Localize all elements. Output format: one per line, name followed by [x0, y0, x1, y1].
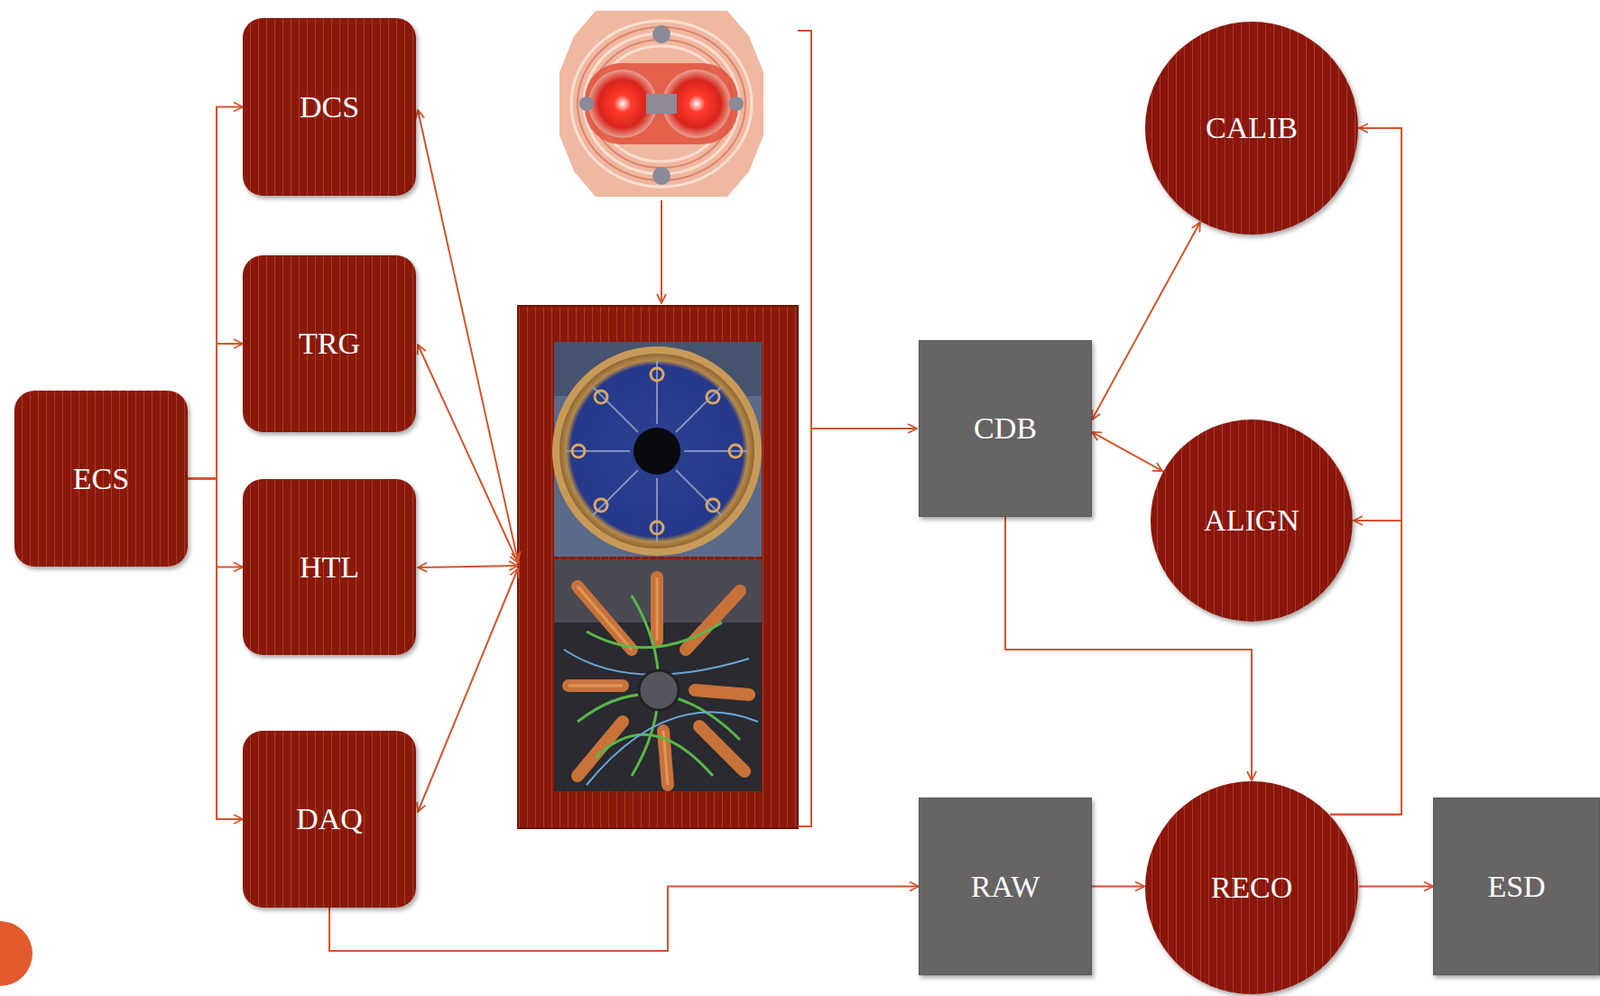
process-circle: ALIGN: [1149, 418, 1354, 623]
node-label: CALIB: [1200, 110, 1304, 146]
detector-photo-bottom: [554, 559, 762, 792]
bracket: [797, 30, 812, 827]
connector: [187, 343, 243, 480]
bracket-arrow: [811, 427, 917, 430]
node-label: DCS: [294, 89, 365, 125]
node-label: TRG: [293, 325, 366, 361]
subsystem-box: DCS: [242, 18, 417, 196]
connector: [329, 887, 919, 953]
node-label: ESD: [1481, 869, 1551, 905]
field-map-image: [559, 10, 764, 197]
connector: [1091, 432, 1163, 472]
detector-photo-top: [554, 342, 762, 557]
connector: [1091, 886, 1145, 888]
subsystem-box: DAQ: [242, 730, 417, 908]
node-label: HTL: [294, 549, 365, 585]
node-label: RECO: [1205, 869, 1299, 906]
node-label: CDB: [968, 410, 1043, 446]
node-label: RAW: [965, 869, 1046, 905]
node-label: ALIGN: [1198, 502, 1305, 538]
subsystem-box: HTL: [242, 479, 417, 656]
connector: [187, 107, 243, 480]
connector: [187, 479, 243, 821]
detector-links: [417, 110, 518, 813]
data-box: ESD: [1433, 797, 1600, 976]
detector-frame: [517, 305, 798, 829]
connector: [187, 479, 243, 568]
connector: [1091, 221, 1201, 420]
slide-dot: [0, 921, 33, 987]
data-box: RAW: [918, 797, 1092, 976]
node-label: ECS: [67, 461, 135, 497]
connector: [1359, 886, 1434, 888]
subsystem-box: TRG: [242, 255, 417, 433]
process-circle: RECO: [1144, 780, 1360, 996]
node-label: DAQ: [290, 801, 369, 837]
process-circle: CALIB: [1144, 20, 1360, 236]
database-box: CDB: [918, 340, 1092, 518]
connector: [1330, 128, 1402, 815]
field-arrow: [660, 200, 663, 304]
control-box: ECS: [14, 390, 188, 567]
